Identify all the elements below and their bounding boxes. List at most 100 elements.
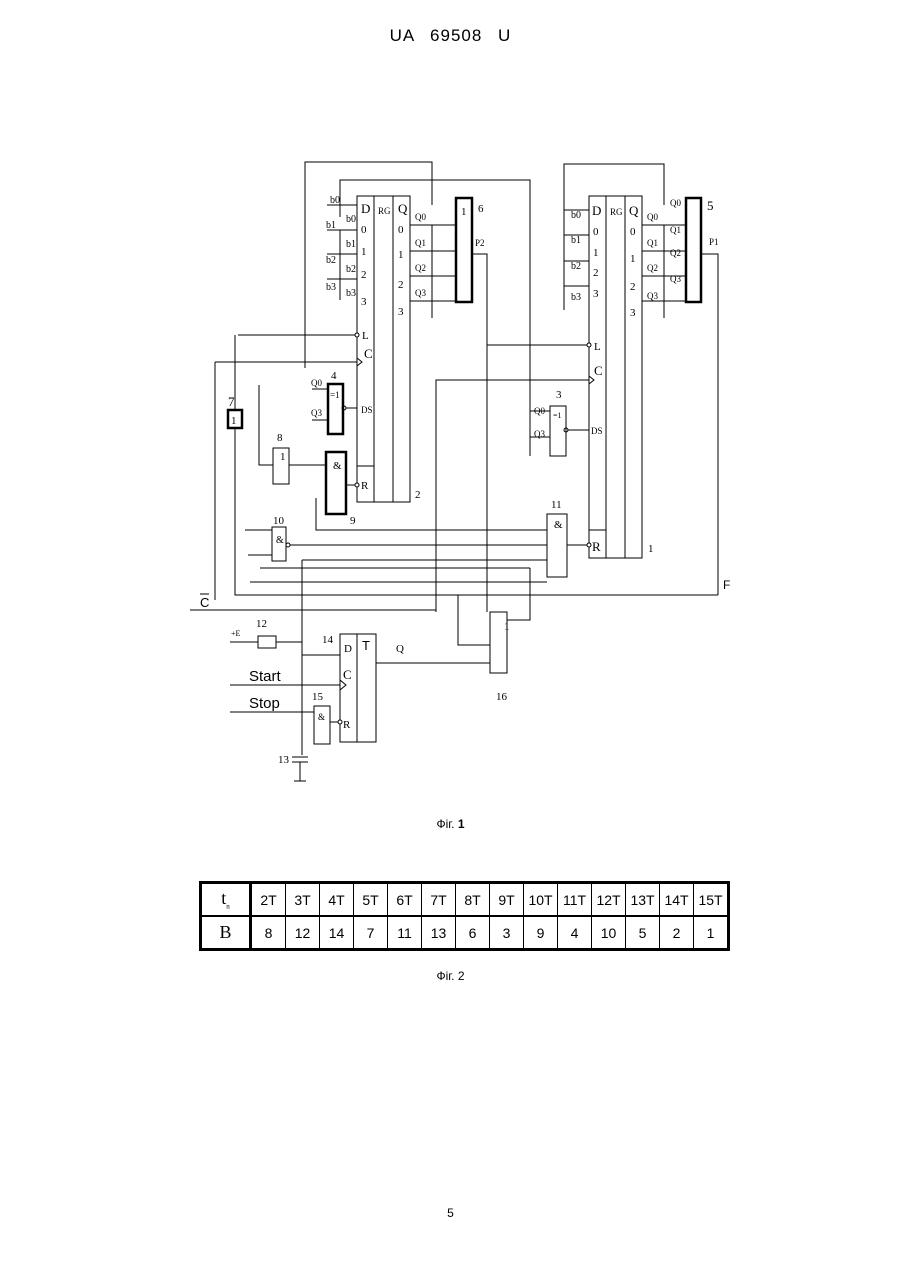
table-cell: 4	[558, 916, 592, 950]
label-b2-right: b2	[571, 261, 581, 272]
table-cell: 9	[524, 916, 558, 950]
label-gate9-and: &	[333, 460, 342, 472]
table-cell: 10	[592, 916, 626, 950]
label-gate7-or: 1	[231, 415, 237, 427]
table-cell: 8	[251, 916, 286, 950]
label-d0-right: 0	[593, 226, 599, 238]
label-gate3-xor: =1	[553, 411, 562, 420]
table-cell: 3	[490, 916, 524, 950]
table-cell: 2T	[251, 883, 286, 917]
table-cell: 13T	[626, 883, 660, 917]
label-P1: P1	[709, 237, 719, 247]
label-L-left: L	[362, 330, 369, 342]
table-row-b: B 8 12 14 7 11 13 6 3 9 4 10 5 2 1	[201, 916, 729, 950]
label-n3: 3	[556, 389, 562, 401]
label-C-left: C	[364, 346, 373, 361]
label-b2-left: b2	[346, 264, 356, 275]
table-cell: 11T	[558, 883, 592, 917]
label-Q2-left: Q2	[415, 263, 426, 273]
label-b3-left: b3	[346, 288, 356, 299]
label-q2-right: 2	[630, 281, 636, 293]
label-n14: 14	[322, 634, 334, 646]
label-n16: 16	[496, 691, 508, 703]
label-d2-right: 2	[593, 267, 599, 279]
label-q1-right: 1	[630, 253, 636, 265]
label-b2-a: b2	[326, 255, 336, 266]
label-d2-left: 2	[361, 269, 367, 281]
label-R-left: R	[361, 480, 369, 492]
table-cell: 9T	[490, 883, 524, 917]
label-Q3-left: Q3	[415, 288, 426, 298]
table-cell: 7T	[422, 883, 456, 917]
label-n5: 5	[707, 198, 714, 213]
table-cell: 11	[388, 916, 422, 950]
label-gate4-Q0: Q0	[311, 378, 322, 388]
label-trigger-T: T	[362, 638, 370, 653]
label-C-bar: C	[200, 595, 209, 610]
label-gate10-and: &	[276, 535, 284, 546]
label-n9: 9	[350, 515, 356, 527]
sequence-table: tn 2T 3T 4T 5T 6T 7T 8T 9T 10T 11T 12T 1…	[199, 881, 730, 951]
label-gate3-Q3: Q3	[534, 429, 545, 439]
label-trigger-D: D	[344, 643, 352, 655]
table-cell: 6	[456, 916, 490, 950]
label-q3-right: 3	[630, 307, 636, 319]
label-Q1-right: Q1	[647, 238, 658, 248]
table-cell: 7	[354, 916, 388, 950]
label-RG-right: RG	[610, 207, 623, 217]
label-q0-left: 0	[398, 224, 404, 236]
label-gate15-and: &	[318, 712, 325, 722]
figure-2-caption: Фіг. 2	[0, 969, 901, 983]
label-DS-right: DS	[591, 426, 603, 436]
label-DS-left: DS	[361, 405, 373, 415]
label-gate4-Q3: Q3	[311, 408, 322, 418]
label-q0-right: 0	[630, 226, 636, 238]
label-gate4-xor: =1	[330, 390, 340, 400]
label-b3-right: b3	[571, 292, 581, 303]
table-cell: 15T	[694, 883, 729, 917]
label-P2: P2	[475, 238, 485, 248]
label-D-left: D	[361, 201, 370, 216]
label-F: F	[723, 578, 730, 592]
row-header-t: tn	[201, 883, 251, 917]
label-start: Start	[249, 668, 282, 685]
table-cell: 8T	[456, 883, 490, 917]
label-d3-left: 3	[361, 296, 367, 308]
label-gate5-Q3: Q3	[670, 274, 681, 284]
label-b1-left: b1	[346, 239, 356, 250]
label-n6: 6	[478, 203, 484, 215]
label-gate16-or: 1	[504, 621, 510, 633]
label-n4: 4	[331, 370, 337, 382]
label-n10: 10	[273, 515, 285, 527]
label-q2-left: 2	[398, 279, 404, 291]
label-b0-a: b0	[330, 195, 340, 206]
label-d0-left: 0	[361, 224, 367, 236]
label-Q-right: Q	[629, 203, 639, 218]
row-header-b: B	[201, 916, 251, 950]
table-cell: 14	[320, 916, 354, 950]
table-cell: 1	[694, 916, 729, 950]
label-Q1-left: Q1	[415, 238, 426, 248]
label-Q0-left: Q0	[415, 212, 426, 222]
gate-5	[686, 198, 701, 302]
label-trigger-R: R	[343, 719, 351, 731]
label-d1-right: 1	[593, 247, 599, 259]
table-row-t: tn 2T 3T 4T 5T 6T 7T 8T 9T 10T 11T 12T 1…	[201, 883, 729, 917]
label-gate5-Q1: Q1	[670, 225, 681, 235]
label-gate11-and: &	[554, 519, 563, 531]
label-q3-left: 3	[398, 306, 404, 318]
label-n8: 8	[277, 432, 283, 444]
table-cell: 12	[286, 916, 320, 950]
label-RG-left: RG	[378, 206, 391, 216]
label-Q-out: Q	[396, 643, 404, 655]
label-Q3-right: Q3	[647, 291, 658, 301]
label-L-right: L	[594, 341, 601, 353]
label-b0-left: b0	[346, 214, 356, 225]
label-gate5-Q0: Q0	[670, 198, 681, 208]
table-cell: 2	[660, 916, 694, 950]
label-Q2-right: Q2	[647, 263, 658, 273]
resistor-12	[258, 636, 276, 648]
page-number: 5	[0, 1206, 901, 1220]
label-gate3-Q0: Q0	[534, 406, 545, 416]
label-b3-a: b3	[326, 282, 336, 293]
